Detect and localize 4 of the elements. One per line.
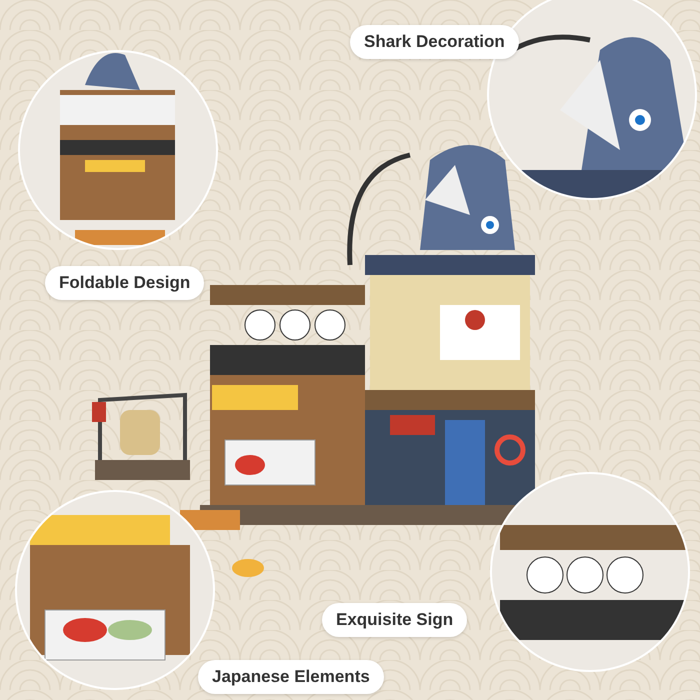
caption-label: Shark Decoration xyxy=(350,25,519,59)
caption-label: Foldable Design xyxy=(45,266,204,300)
caption-label: Exquisite Sign xyxy=(322,603,468,637)
caption-label: Japanese Elements xyxy=(198,660,384,694)
